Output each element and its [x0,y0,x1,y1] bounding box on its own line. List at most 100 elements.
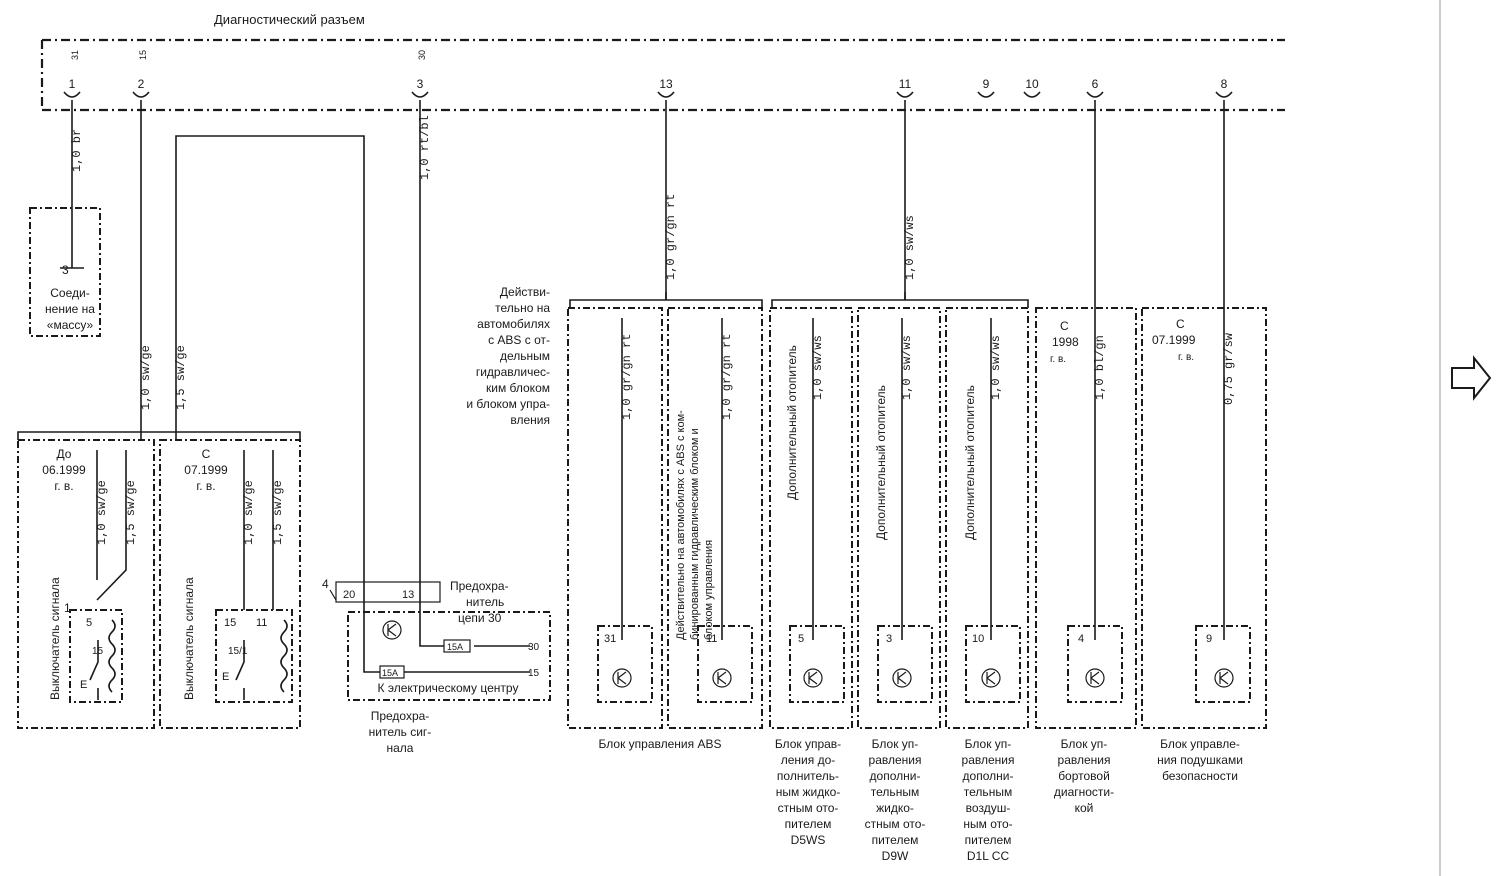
switch2-date: С [202,447,211,461]
fuse-30 [443,639,471,653]
label-line: равления [962,753,1015,767]
switch1-wire-a: 1,0 sw/ge [95,480,109,545]
switch2-date: г. в. [196,479,215,493]
transistor-icon [981,668,1001,688]
module-pin: 31 [604,633,616,645]
switch2-wires [243,450,274,610]
switch2-box [159,439,301,729]
switch2-wire-b: 1,5 sw/ge [271,480,285,545]
abs-note-line: гидравличес- [476,365,550,379]
abs-note-line: вления [510,413,550,427]
connector-pins: 1 2 3 13 11 9 10 6 8 [63,77,1233,98]
label-line: жидко- [876,801,914,815]
module-d5ws: 5 [789,625,845,703]
label-line: равления [869,753,922,767]
module-abs-b: 11 [697,625,753,703]
module-pin: 4 [1078,633,1084,645]
pin-label: 8 [1221,77,1228,91]
wire-label-obd: 1,0 bl/gn [1093,335,1107,400]
abs-combined-note: блоком управления [703,540,715,640]
switch2-date: 07.1999 [184,463,228,477]
abs-note-line: автомобилях [477,317,550,331]
pin-number-31: 31 [70,50,80,60]
module-d1l: 10 [965,625,1021,703]
label-line: пителем [785,817,832,831]
switch1-component [69,609,123,703]
signal-fuse-label: нала [387,741,414,755]
switch1-wire-b: 1,5 sw/ge [124,480,138,545]
obd-date: 1998 [1052,335,1079,349]
abs-wire-label-b: 1,0 gr/gn rt [720,334,734,420]
heater-wires [812,318,992,640]
d1l-label: Блок уп- равления дополни- тельным возду… [962,737,1015,863]
d9w-label: Блок уп- равления дополни- тельным жидко… [865,737,926,863]
pin-label: 2 [138,77,145,91]
abs-combined-note: бинированным гидравлическим блоком и [689,428,701,640]
pin-label: 1 [69,77,76,91]
heater-box-d1l [945,307,1029,729]
signal-fuse-label: Предохра- [371,709,430,723]
label-line: воздуш- [966,801,1011,815]
switch1-wires [96,450,127,601]
fuse-signal [379,665,405,679]
switch1-name: Выключатель сигнала [48,577,62,700]
obd-date: г. в. [1050,354,1066,365]
fusebox [347,611,551,701]
airbag-box [1141,307,1267,729]
airbag-date: г. в. [1178,352,1194,363]
ground-label: Соеди- [50,286,89,300]
module-pin: 5 [798,633,804,645]
transistor-icon [712,668,732,688]
signal-fuse-label: нитель сиг- [369,725,432,739]
label-line: тельным [871,785,919,799]
heater-vertical-label: Дополнительный отопитель [874,385,888,540]
label-line: Блок управ- [775,737,841,751]
transistor-icon [892,668,912,688]
heater-vertical-label: Дополнительный отопитель [785,345,799,500]
abs-combined-note: Действительно на автомобилях с ABS с ком… [675,410,687,640]
relay-icon [382,620,402,640]
ground-pin: 3 [62,263,69,277]
airbag-date: С [1176,317,1185,331]
module-airbag: 9 [1195,625,1251,703]
switch2-contact: E [222,671,229,683]
module-pin: 3 [886,633,892,645]
fusebox-pin: 20 [343,589,355,601]
abs-note-line: Действи- [500,285,550,299]
wire-label-pin2-b: 1,5 sw/ge [174,345,188,410]
heater-box-d5ws [769,307,853,729]
d5ws-label: Блок управ- ления до- полнитель- ным жид… [775,737,841,847]
heater-wire-label: 1,0 sw/ws [900,335,914,400]
abs-wire-label-a: 1,0 gr/gn rt [620,334,634,420]
wire-label-ground: 1,0 br [70,129,84,172]
label-line: безопасности [1162,769,1238,783]
abs-note-line: дельным [500,349,550,363]
airbag-date: 07.1999 [1152,333,1196,347]
right-arrow-icon[interactable] [1451,355,1492,401]
abs-note-line: тельно на [495,301,550,315]
switch1-contact: E [80,679,87,691]
transistor-icon [1214,668,1234,688]
switch2-contact-symbol [235,619,288,700]
label-line: равления [1058,753,1111,767]
abs-bracket [569,292,763,308]
label-line: дополни- [870,769,921,783]
fusebox-index-leader [329,589,337,601]
module-pin: 11 [706,633,717,645]
label-line: D9W [882,849,909,863]
pin-label: 11 [899,77,912,91]
heater-wire-label: 1,0 sw/ws [989,335,1003,400]
label-line: пителем [965,833,1012,847]
fuse-signal-label: 15A [382,668,398,678]
abs-label: Блок управления ABS [599,737,722,751]
abs-box-combined [667,307,763,729]
switch1-date: г. в. [54,479,73,493]
fusebox-index: 4 [322,577,329,591]
wire-label-pin3: 1,0 rt/bl [418,115,432,180]
connector-title: Диагностический разъем [214,12,365,27]
label-line: кой [1075,801,1094,815]
switch1-date: 06.1999 [42,463,86,477]
module-abs-a: 31 [597,625,653,703]
wire-pin2-b [175,135,365,600]
label-line: Блок уп- [872,737,919,751]
